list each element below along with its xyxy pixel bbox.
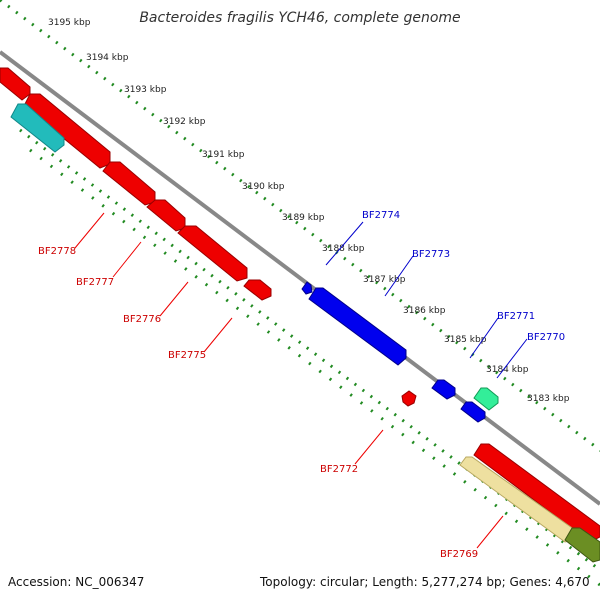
gene-arrow-BF2775b[interactable]	[177, 225, 248, 282]
kbp-tick-label: 3191 kbp	[202, 150, 245, 160]
leader-line	[384, 255, 414, 297]
gene-arrow-BF2775[interactable]	[146, 199, 186, 232]
kbp-tick-label: 3183 kbp	[527, 394, 570, 404]
gene-arrow-BF2774-small[interactable]	[301, 281, 313, 295]
forward-label-leaders	[325, 221, 528, 379]
kbp-tick-label: 3195 kbp	[48, 18, 91, 28]
gene-arrow-BF2772[interactable]	[401, 390, 417, 407]
kbp-tick-label: 3193 kbp	[124, 85, 167, 95]
gene-label-BF2769[interactable]: BF2769	[440, 549, 478, 560]
gene-label-BF2770[interactable]: BF2770	[527, 332, 565, 343]
gene-arrow-BF2770[interactable]	[473, 387, 499, 411]
genome-backbone	[0, 50, 600, 506]
forward-strand-genes	[301, 281, 499, 423]
kbp-tick-label: 3187 kbp	[363, 275, 406, 285]
forward-gene-labels: BF2774 BF2773 BF2771 BF2770	[362, 210, 565, 343]
leader-line	[74, 212, 105, 249]
gene-label-BF2773[interactable]: BF2773	[412, 249, 450, 260]
gene-arrow-BF2774[interactable]	[308, 287, 407, 366]
kbp-tick-label: 3185 kbp	[444, 335, 487, 345]
gene-arrow-BF2769[interactable]	[473, 443, 600, 543]
reverse-strand-genes	[0, 67, 600, 543]
outer-dotted-track	[0, 0, 600, 452]
reverse-gene-labels: BF2778 BF2777 BF2776 BF2775 BF2772 BF276…	[38, 246, 478, 560]
accession-text: Accession: NC_006347	[8, 575, 145, 589]
leader-line	[325, 221, 364, 266]
kbp-tick-label: 3189 kbp	[282, 213, 325, 223]
gene-arrow-small-red[interactable]	[243, 279, 272, 301]
leader-line	[354, 429, 384, 465]
kbp-tick-label: 3190 kbp	[242, 182, 285, 192]
kbp-tick-label: 3186 kbp	[403, 306, 446, 316]
inner-dotted-track	[19, 128, 600, 572]
kbp-tick-label: 3188 kbp	[322, 244, 365, 254]
leader-line	[112, 241, 142, 278]
leader-line	[159, 281, 189, 317]
gene-arrow-BF2773[interactable]	[431, 379, 456, 400]
gene-arrow-BF2776[interactable]	[102, 161, 156, 206]
leader-line	[476, 515, 504, 549]
gene-arrow-BF2771[interactable]	[460, 401, 486, 423]
gene-arrow-olive[interactable]	[564, 527, 600, 563]
gene-arrow-teal[interactable]	[10, 103, 65, 153]
gene-label-BF2777[interactable]: BF2777	[76, 277, 114, 288]
leader-line	[203, 317, 233, 353]
kbp-tick-labels: 3195 kbp 3194 kbp 3193 kbp 3192 kbp 3191…	[48, 18, 570, 404]
kbp-tick-label: 3194 kbp	[86, 53, 129, 63]
gene-label-BF2774[interactable]: BF2774	[362, 210, 400, 221]
topology-text: Topology: circular; Length: 5,277,274 bp…	[260, 575, 590, 589]
leader-line	[469, 317, 499, 359]
gene-label-BF2776[interactable]: BF2776	[123, 314, 161, 325]
map-title: Bacteroides fragilis YCH46, complete gen…	[139, 10, 461, 26]
kbp-tick-label: 3184 kbp	[486, 365, 529, 375]
reverse-label-leaders	[74, 212, 504, 549]
gene-label-BF2775[interactable]: BF2775	[168, 350, 206, 361]
gene-label-BF2772[interactable]: BF2772	[320, 464, 358, 475]
gene-label-BF2771[interactable]: BF2771	[497, 311, 535, 322]
leader-line	[496, 338, 528, 379]
kbp-tick-label: 3192 kbp	[163, 117, 206, 127]
gene-label-BF2778[interactable]: BF2778	[38, 246, 76, 257]
